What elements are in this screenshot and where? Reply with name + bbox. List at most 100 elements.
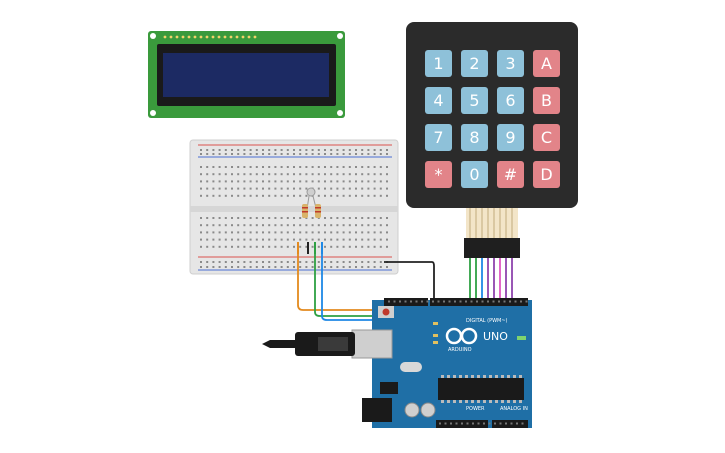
bb-hole: [293, 187, 295, 190]
reset-button-cap: [382, 308, 390, 316]
bb-hole: [224, 224, 227, 227]
bb-hole: [355, 149, 357, 151]
keypad-key[interactable]: 9: [497, 124, 524, 151]
keypad-key[interactable]: 1: [425, 50, 452, 77]
bb-hole: [280, 261, 283, 263]
bb-hole: [212, 238, 215, 241]
bb-hole: [330, 261, 333, 263]
bb-hole: [336, 231, 339, 234]
bb-hole: [231, 153, 233, 155]
on-led: [517, 336, 526, 340]
bb-hole: [249, 153, 252, 155]
bb-hole: [237, 266, 240, 268]
bb-hole: [367, 238, 370, 241]
bb-hole: [243, 245, 246, 248]
bb-hole: [274, 238, 277, 241]
bb-hole: [330, 187, 333, 190]
keypad-key[interactable]: D: [533, 161, 560, 188]
bb-hole: [305, 217, 308, 219]
bb-hole: [262, 231, 264, 234]
bb-hole: [262, 224, 264, 227]
bb-hole: [224, 238, 227, 241]
bb-hole: [305, 231, 308, 234]
bb-hole: [330, 149, 333, 151]
header-hole: [509, 300, 511, 303]
bb-hole: [299, 153, 302, 155]
header-hole: [481, 300, 484, 303]
keypad-key[interactable]: 6: [497, 87, 524, 114]
bb-hole: [249, 166, 252, 168]
bb-hole: [336, 261, 339, 263]
bb-hole: [268, 231, 271, 234]
bb-hole: [355, 173, 357, 176]
keypad-key[interactable]: 3: [497, 50, 524, 77]
resistor: [315, 204, 321, 218]
bb-hole: [305, 224, 308, 227]
chip-pin: [453, 375, 456, 378]
bb-hole: [237, 153, 240, 155]
bb-hole: [386, 245, 388, 248]
digital-label: DIGITAL (PWM~): [466, 318, 508, 324]
bb-hole: [286, 187, 289, 190]
keypad-key[interactable]: 5: [461, 87, 488, 114]
bb-hole: [336, 245, 339, 248]
header-hole: [510, 422, 513, 425]
bb-hole: [386, 180, 388, 183]
bb-hole: [200, 153, 202, 155]
keypad-key-label: 6: [505, 91, 515, 110]
bb-hole: [324, 153, 326, 155]
bb-hole: [212, 245, 215, 248]
keypad-key[interactable]: 0: [461, 161, 488, 188]
keypad-key-label: D: [540, 165, 552, 184]
bb-hole: [311, 149, 314, 151]
chip-pin: [519, 375, 522, 378]
keypad-key[interactable]: 7: [425, 124, 452, 151]
breadboard-holes: [200, 149, 388, 268]
bb-hole: [324, 266, 326, 268]
bb-hole: [206, 238, 209, 241]
keypad-key[interactable]: 2: [461, 50, 488, 77]
bb-hole: [367, 266, 370, 268]
bb-hole: [324, 238, 326, 241]
header-hole: [505, 422, 507, 425]
bb-hole: [311, 217, 314, 219]
bb-hole: [249, 217, 252, 219]
keypad-key-label: 9: [505, 128, 515, 147]
bb-hole: [200, 261, 202, 263]
bb-hole: [274, 153, 277, 155]
bb-hole: [379, 173, 382, 176]
bb-hole: [249, 173, 252, 176]
keypad-key[interactable]: A: [533, 50, 560, 77]
bb-hole: [249, 149, 252, 151]
keypad-key[interactable]: #: [497, 161, 524, 188]
chip-pin: [489, 400, 492, 403]
keypad-key[interactable]: B: [533, 87, 560, 114]
bb-hole: [336, 266, 339, 268]
bb-hole: [224, 266, 227, 268]
bb-hole: [231, 245, 233, 248]
bb-hole: [231, 173, 233, 176]
bb-hole: [379, 217, 382, 219]
bb-hole: [218, 173, 221, 176]
bb-hole: [249, 187, 252, 190]
keypad-key[interactable]: C: [533, 124, 560, 151]
bb-hole: [200, 194, 202, 197]
header-hole: [415, 300, 418, 303]
bb-hole: [355, 194, 357, 197]
bb-hole: [200, 245, 202, 248]
bb-hole: [274, 173, 277, 176]
crystal: [400, 362, 422, 372]
bb-hole: [348, 173, 351, 176]
keypad-key[interactable]: *: [425, 161, 452, 188]
bb-hole: [355, 231, 357, 234]
bb-hole: [342, 153, 345, 155]
bb-hole: [336, 238, 339, 241]
bb-hole: [299, 261, 302, 263]
keypad-key[interactable]: 8: [461, 124, 488, 151]
keypad-key[interactable]: 4: [425, 87, 452, 114]
bb-hole: [355, 245, 357, 248]
bb-hole: [231, 266, 233, 268]
bb-hole: [342, 245, 345, 248]
bb-hole: [299, 180, 302, 183]
bb-hole: [324, 245, 326, 248]
